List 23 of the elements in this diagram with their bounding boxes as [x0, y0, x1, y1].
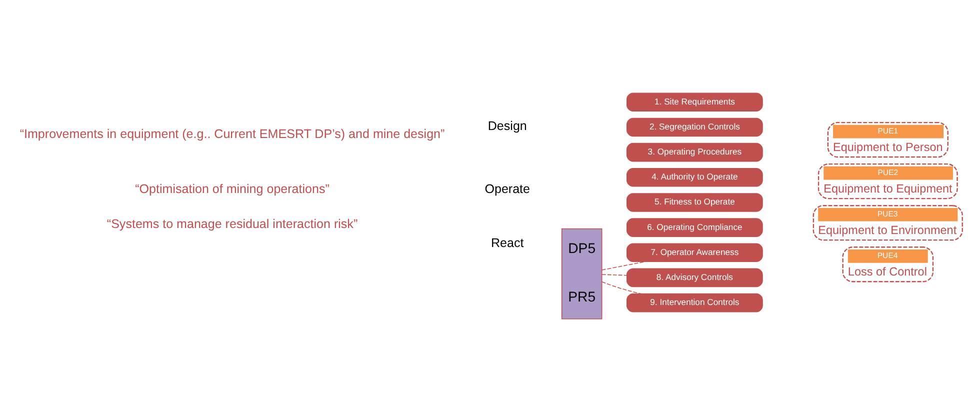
- node-box: 9. Intervention Controls: [626, 292, 763, 312]
- connector: [602, 260, 646, 270]
- label: Design: [488, 118, 527, 133]
- label: Operate: [484, 181, 530, 196]
- node-box: PUE3 Equipment to Environment: [812, 204, 963, 240]
- node-box: 4. Authority to Operate: [626, 167, 763, 186]
- node-box: 3. Operating Procedures: [626, 142, 763, 162]
- node-box: 5. Fitness to Operate: [626, 192, 763, 212]
- label: React: [491, 235, 524, 250]
- label: “Improvements in equipment (e.g.. Current EMESRT DP’s) and mine design”: [20, 126, 445, 141]
- node-box: 2. Segregation Controls: [626, 117, 763, 136]
- node-box: PUE4 Loss of Control: [842, 246, 934, 282]
- node-box: 1. Site Requirements: [626, 92, 763, 112]
- label: “Systems to manage residual interaction risk”: [106, 216, 358, 231]
- connector: [602, 274, 628, 276]
- node-box: 6. Operating Compliance: [626, 218, 763, 236]
- node-box: 8. Advisory Controls: [626, 268, 763, 287]
- node-box: 7. Operator Awareness: [626, 242, 763, 262]
- label: “Optimisation of mining operations”: [135, 181, 330, 196]
- node-box: DP5 PR5: [561, 228, 602, 319]
- connector: [602, 280, 642, 294]
- node-box: PUE1 Equipment to Person: [827, 121, 948, 158]
- node-box: PUE2 Equipment to Equipment: [818, 162, 958, 199]
